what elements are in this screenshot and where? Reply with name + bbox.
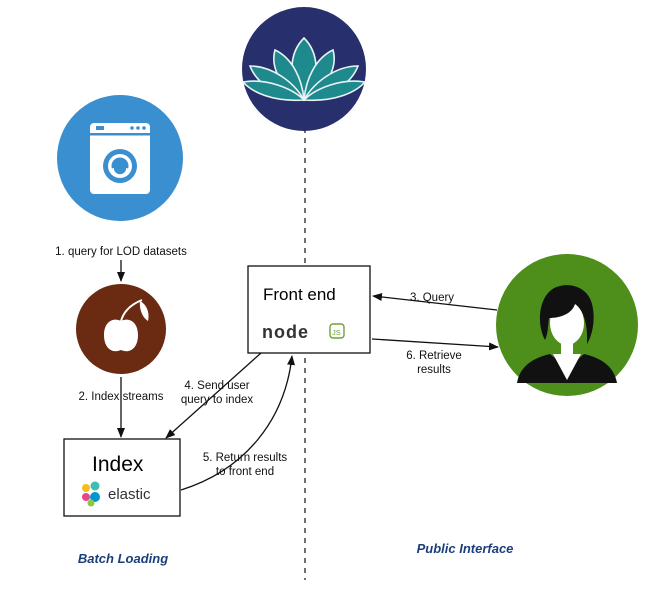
- arrow-step5: [180, 355, 295, 491]
- front-end-title: Front end: [263, 285, 336, 304]
- step3-label: 3. Query: [410, 292, 454, 304]
- index-box: Index elastic: [63, 438, 181, 517]
- step2-label: 2. Index streams: [78, 391, 163, 403]
- step5-label-line1: 5. Return results: [203, 452, 288, 464]
- step1-label: 1. query for LOD datasets: [55, 246, 187, 258]
- nodejs-logo-text: node: [262, 322, 309, 342]
- step4-label-line1: 4. Send user: [184, 380, 249, 392]
- cherry-icon: [76, 284, 166, 374]
- arrow-step6: [371, 338, 499, 351]
- person-icon: [496, 254, 638, 396]
- front-end-box: Front end node JS: [247, 265, 371, 354]
- section-public-interface: Public Interface: [417, 541, 514, 556]
- step6-label-line2: results: [417, 364, 451, 376]
- section-batch-loading: Batch Loading: [78, 551, 168, 566]
- lotus-icon: [241, 7, 367, 131]
- elastic-logo-icon: [82, 481, 100, 507]
- arrow-step4: [165, 352, 262, 439]
- step5-label-line2: to front end: [216, 466, 274, 478]
- elastic-logo-text: elastic: [108, 486, 151, 503]
- nodejs-logo-icon: node JS: [262, 322, 345, 342]
- step6-label-line1: 6. Retrieve: [406, 350, 462, 362]
- arrow-step3: [372, 293, 498, 311]
- step4-label-line2: query to index: [181, 394, 253, 406]
- washing-machine-icon: [57, 95, 183, 221]
- nodejs-badge-text: JS: [332, 328, 341, 337]
- index-title: Index: [92, 453, 144, 476]
